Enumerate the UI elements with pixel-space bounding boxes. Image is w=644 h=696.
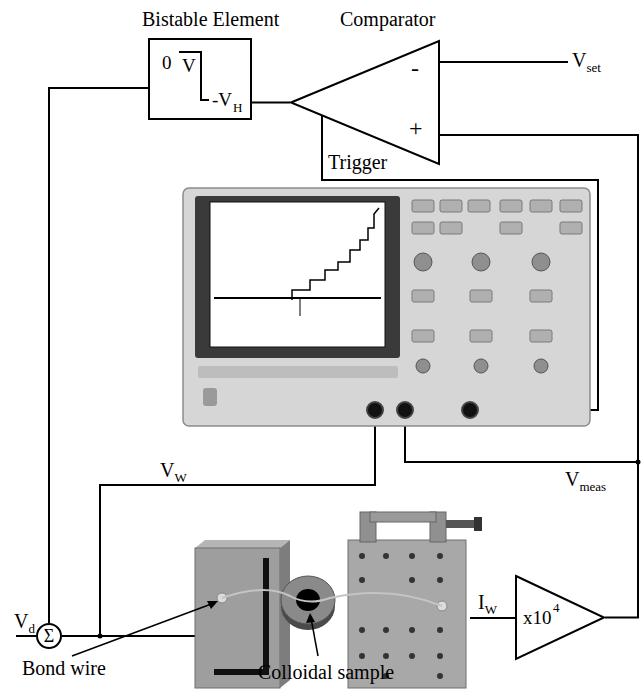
triangle-outline [516, 576, 604, 659]
colloidal-sample [281, 576, 335, 630]
comparator: Comparator-+ [290, 40, 440, 165]
subscript: d [28, 621, 35, 636]
wire-connector [49, 88, 148, 623]
label-text: I [478, 591, 485, 613]
box-heading: Bistable Element [142, 9, 279, 29]
label-text: Trigger [328, 151, 387, 173]
iw-wire [470, 617, 515, 619]
step-line [179, 52, 209, 100]
triangle-outline [291, 41, 439, 164]
level-label: -V [212, 90, 232, 109]
subscript: W [174, 470, 186, 485]
junction-dot [98, 634, 103, 639]
wire-line [252, 102, 290, 104]
signal-name: Vmeas [565, 469, 606, 489]
label-text: V [572, 49, 586, 71]
signal-name: Vd [14, 611, 35, 631]
subscript: meas [579, 479, 606, 494]
label-text: Colloidal sample [258, 661, 394, 683]
wire-line [440, 135, 638, 618]
wire-connector [440, 135, 638, 618]
signal-name: Trigger [328, 152, 387, 172]
superscript: 4 [553, 601, 560, 614]
label-text: V [565, 468, 579, 490]
oscilloscope-picture [183, 188, 590, 426]
gain-label: x10 [523, 608, 552, 627]
label-text: V [14, 610, 28, 632]
leader-lines [72, 601, 318, 656]
signal-name: Vset [572, 50, 601, 70]
sum-symbol: Σ [38, 625, 60, 647]
level-label: V [182, 56, 196, 75]
subscript: H [233, 101, 242, 114]
label-text: Bond wire [22, 657, 106, 679]
signal-name: VW [160, 460, 187, 480]
label-text: V [160, 459, 174, 481]
drive-wire [62, 635, 205, 637]
input-sign: - [411, 56, 419, 80]
wire-connector [252, 102, 290, 103]
part-name: Bond wire [22, 658, 106, 678]
part-name: Colloidal sample [258, 662, 394, 682]
subscript: W [485, 602, 497, 617]
wires [16, 62, 638, 636]
signal-name: IW [478, 592, 497, 612]
amplifier: x104 [515, 575, 605, 660]
summing-junction: Σ [36, 623, 62, 649]
input-sign: + [409, 116, 423, 140]
box-heading: Comparator [340, 9, 436, 29]
level-label: 0 [162, 53, 172, 72]
bond-wire [222, 590, 442, 606]
vset-wire [440, 61, 568, 63]
wire-line [49, 88, 148, 623]
bistable-element: Bistable Element0V-VH [148, 38, 252, 120]
subscript: set [586, 60, 600, 75]
